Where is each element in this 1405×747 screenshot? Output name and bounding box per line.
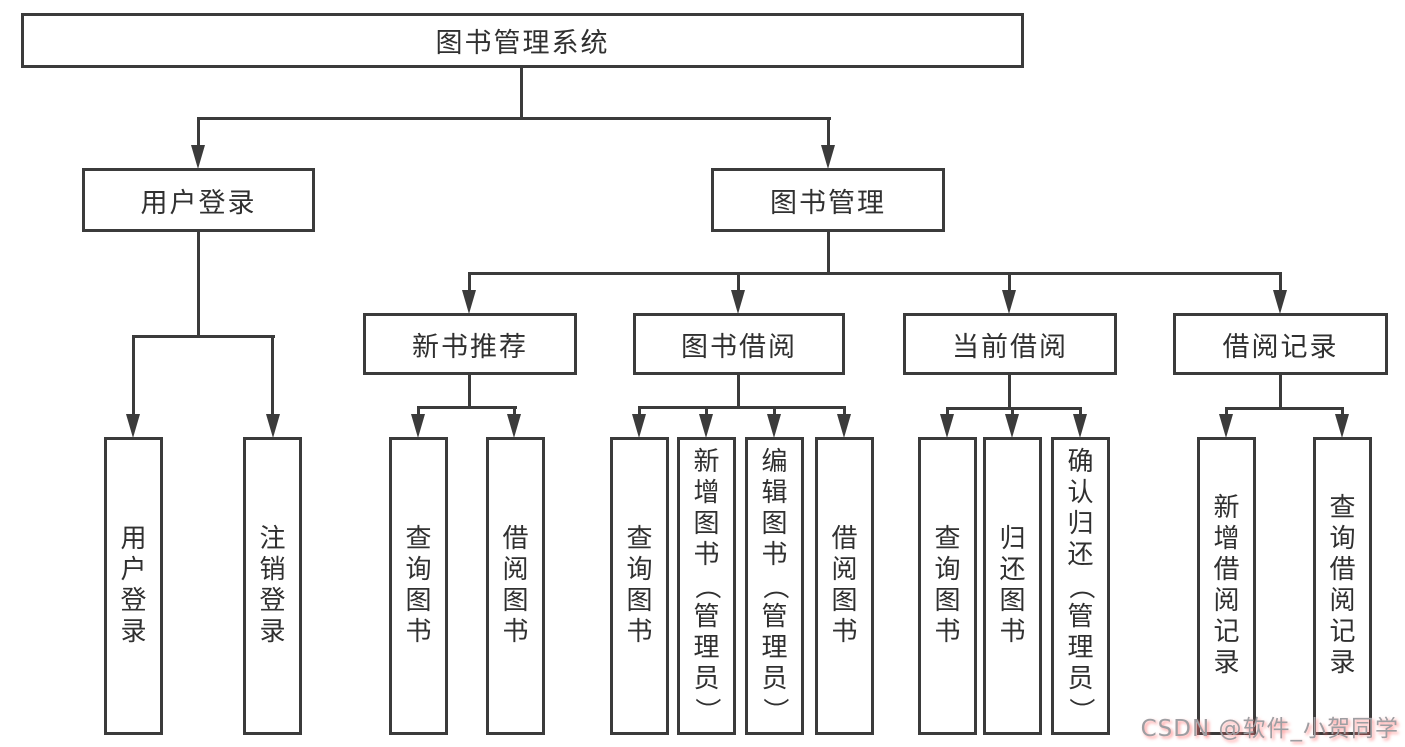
leaf-label: 查询图书 [405, 524, 432, 647]
connector-book-borrow-stem [737, 375, 740, 409]
node-user-login-label: 用户登录 [140, 187, 257, 219]
connector-level3-bus [468, 272, 1282, 275]
connector-borrow-records-bus [1225, 407, 1344, 410]
connector-user-login-bus [132, 335, 275, 338]
leaf-add-borrow-record: 新增借阅记录 [1197, 437, 1256, 735]
arrowhead-leaf [940, 414, 954, 438]
leaf-label: 查询图书 [626, 524, 653, 647]
node-root: 图书管理系统 [21, 13, 1024, 68]
connector-new-book-stem [468, 375, 471, 409]
leaf-query-books-3: 查询图书 [918, 437, 977, 735]
leaf-label: 查询借阅记录 [1329, 493, 1356, 678]
leaf-label: 确认归还（管理员） [1065, 446, 1096, 724]
arrowhead-level3 [1002, 290, 1016, 314]
node-borrow-records: 借阅记录 [1173, 313, 1388, 375]
leaf-label: 编辑图书（管理员） [759, 446, 790, 724]
arrowhead-leaf [699, 414, 713, 438]
connector-root-stem [520, 68, 523, 120]
leaf-borrow-books-2: 借阅图书 [815, 437, 874, 735]
node-new-book-recommend-label: 新书推荐 [412, 331, 528, 363]
connector-stub-level3 [1008, 272, 1011, 297]
arrowhead-leaf [507, 414, 521, 438]
arrowhead-leaf [1005, 414, 1019, 438]
node-book-management: 图书管理 [711, 168, 945, 232]
arrowhead-leaf [1335, 414, 1349, 438]
leaf-label: 归还图书 [999, 524, 1026, 647]
node-new-book-recommend: 新书推荐 [363, 313, 577, 375]
connector-current-borrow-bus [946, 407, 1082, 410]
connector-stub-leaf [271, 335, 274, 420]
leaf-label: 注销登录 [259, 524, 286, 647]
leaf-user-login: 用户登录 [104, 437, 163, 735]
leaf-label: 借阅图书 [831, 524, 858, 647]
node-book-management-label: 图书管理 [770, 187, 886, 219]
leaf-confirm-return-admin: 确认归还（管理员） [1051, 437, 1110, 735]
arrowhead-level3 [731, 290, 745, 314]
leaf-logout: 注销登录 [243, 437, 302, 735]
node-book-borrow-label: 图书借阅 [681, 331, 797, 363]
connector-level2-bus [197, 117, 831, 120]
leaf-query-books-2: 查询图书 [610, 437, 669, 735]
arrowhead-leaf [837, 414, 851, 438]
leaf-label: 借阅图书 [502, 524, 529, 647]
leaf-add-books-admin: 新增图书（管理员） [677, 437, 736, 735]
connector-user-login-stem [197, 232, 200, 338]
connector-stub-user-login [197, 117, 200, 150]
node-book-borrow: 图书借阅 [633, 313, 845, 375]
leaf-return-books: 归还图书 [983, 437, 1042, 735]
leaf-label: 查询图书 [934, 524, 961, 647]
node-current-borrow-label: 当前借阅 [952, 331, 1068, 363]
arrowhead-book-management [821, 145, 835, 169]
connector-book-management-stem [827, 232, 830, 275]
leaf-query-borrow-record: 查询借阅记录 [1313, 437, 1372, 735]
connector-borrow-records-stem [1279, 375, 1282, 410]
leaf-edit-books-admin: 编辑图书（管理员） [745, 437, 804, 735]
leaf-query-books-1: 查询图书 [389, 437, 448, 735]
arrowhead-leaf [767, 414, 781, 438]
arrowhead-leaf [632, 414, 646, 438]
leaf-label: 新增借阅记录 [1213, 493, 1240, 678]
node-root-label: 图书管理系统 [435, 28, 610, 59]
node-user-login: 用户登录 [82, 168, 315, 232]
leaf-label: 新增图书（管理员） [691, 446, 722, 724]
arrowhead-user-login [191, 145, 205, 169]
node-current-borrow: 当前借阅 [903, 313, 1117, 375]
leaf-borrow-books-1: 借阅图书 [486, 437, 545, 735]
arrowhead-leaf [266, 414, 280, 438]
connector-stub-level3 [468, 272, 471, 297]
csdn-watermark: CSDN @软件_小贺同学 [1140, 716, 1399, 742]
connector-current-borrow-stem [1008, 375, 1011, 410]
leaf-label: 用户登录 [120, 524, 147, 647]
arrowhead-leaf [1219, 414, 1233, 438]
connector-stub-book-management [827, 117, 830, 150]
arrowhead-leaf [411, 414, 425, 438]
arrowhead-leaf [126, 414, 140, 438]
connector-stub-level3 [1279, 272, 1282, 297]
connector-stub-level3 [737, 272, 740, 297]
node-borrow-records-label: 借阅记录 [1222, 331, 1339, 363]
arrowhead-level3 [1273, 290, 1287, 314]
connector-book-borrow-bus [638, 406, 846, 409]
connector-new-book-bus [417, 406, 517, 409]
arrowhead-leaf [1073, 414, 1087, 438]
connector-stub-leaf [132, 335, 135, 420]
arrowhead-level3 [462, 290, 476, 314]
